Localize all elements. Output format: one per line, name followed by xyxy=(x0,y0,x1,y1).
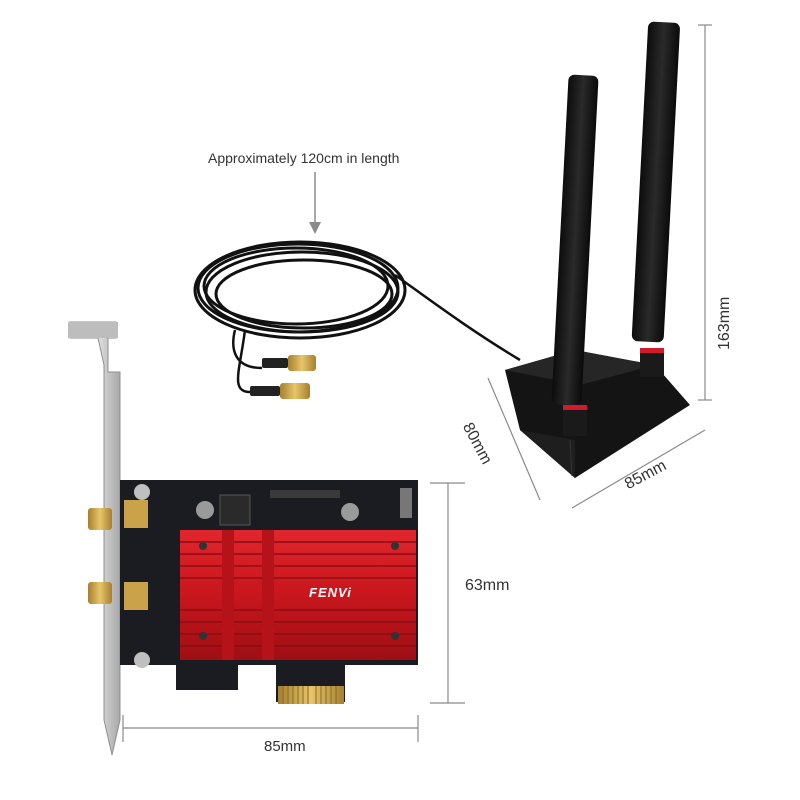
dimension-85-card xyxy=(122,715,419,742)
dimension-85-base xyxy=(571,429,706,509)
heatsink xyxy=(180,530,416,660)
card-width-label: 85mm xyxy=(264,738,306,755)
antenna-left xyxy=(551,74,599,436)
sma-connector-1 xyxy=(262,355,316,371)
cable-length-label: Approximately 120cm in length xyxy=(208,150,400,166)
dimension-63 xyxy=(430,482,465,704)
card-sma-port-2 xyxy=(88,582,112,604)
pcie-bracket xyxy=(68,321,121,756)
card-height-label: 63mm xyxy=(465,577,510,594)
dimension-163 xyxy=(698,24,712,401)
card-sma-port-1 xyxy=(88,508,112,530)
brand-logo: FENVi xyxy=(309,585,352,600)
antenna-cable xyxy=(193,240,521,394)
sma-connector-2 xyxy=(250,383,310,399)
antenna-height-label: 163mm xyxy=(716,296,733,350)
antenna-right xyxy=(631,21,680,377)
dimension-80 xyxy=(487,377,541,501)
